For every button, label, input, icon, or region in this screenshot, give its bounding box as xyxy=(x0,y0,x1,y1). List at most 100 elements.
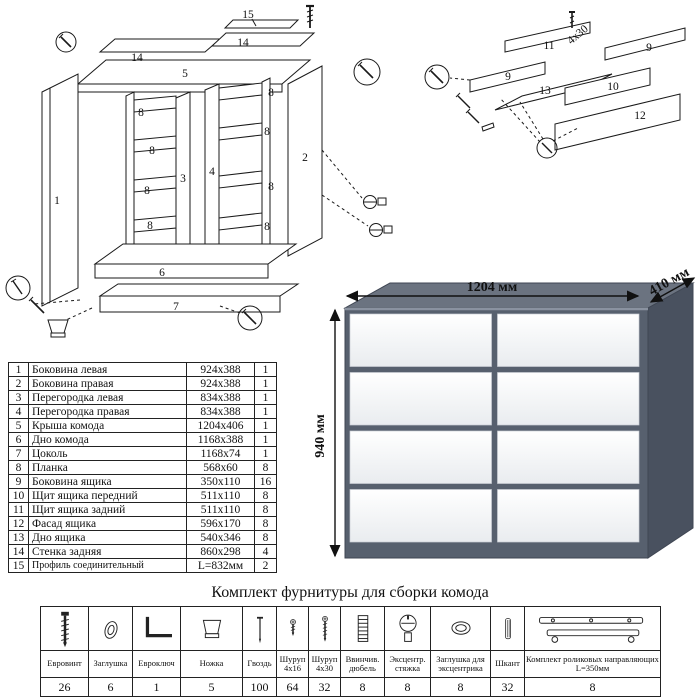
part-9-drawer-side xyxy=(469,61,546,93)
drawer-front xyxy=(349,313,492,367)
screw-callout-circle xyxy=(55,31,77,53)
hardware-qty: 8 xyxy=(524,677,661,697)
part-callout-number: 8 xyxy=(268,87,274,99)
part-size: 596x170 xyxy=(186,516,255,531)
part-size: 1168x74 xyxy=(186,446,255,461)
part-qty: 1 xyxy=(254,376,277,391)
part-callout-number: 14 xyxy=(237,37,249,49)
part-number: 15 xyxy=(8,558,29,573)
part-callout-number: 14 xyxy=(131,52,143,64)
part-name: Дно комода xyxy=(28,432,187,447)
drawer-front xyxy=(497,372,640,426)
part-size: 511x110 xyxy=(186,488,255,503)
screw-callout-circle xyxy=(353,58,381,86)
part-qty: 8 xyxy=(254,516,277,531)
hardware-qty: 1 xyxy=(132,677,181,697)
part-callout-number: 8 xyxy=(268,181,274,193)
part-callout-number: 8 xyxy=(144,185,150,197)
part-name: Боковина правая xyxy=(28,376,187,391)
part-2-right-side xyxy=(287,65,323,257)
part-callout-number: 8 xyxy=(264,221,270,233)
roller-guides-icon xyxy=(538,616,643,643)
part-callout-number: 11 xyxy=(543,40,554,52)
part-qty: 8 xyxy=(254,502,277,517)
part-number: 12 xyxy=(8,516,29,531)
part-callout-number: 9 xyxy=(646,42,652,54)
part-callout-number: 10 xyxy=(607,81,619,93)
part-12-drawer-facade xyxy=(554,93,681,151)
part-number: 11 xyxy=(8,502,29,517)
part-6-bottom-edge xyxy=(94,263,269,279)
part-qty: 1 xyxy=(254,446,277,461)
part-15-profile xyxy=(223,19,300,29)
drawer-fronts xyxy=(349,313,640,543)
hardware-names-row: Евровинт Заглушка Евроключ Ножка Гвоздь … xyxy=(40,650,661,678)
height-dimension: 940 мм xyxy=(313,308,341,558)
part-callout-number: 2 xyxy=(302,152,308,164)
part-name: Щит ящика задний xyxy=(28,502,187,517)
part-callout-number: 12 xyxy=(634,110,646,122)
part-name: Фасад ящика xyxy=(28,516,187,531)
hardware-icons-row xyxy=(40,606,661,651)
main-diagram-labels: 15 14 14 5 1 8 8 8 8 3 4 8 8 8 8 2 6 7 xyxy=(54,9,308,313)
part-14-back-wall xyxy=(98,38,222,53)
hardware-name: Евроключ xyxy=(132,650,181,678)
part-size: L=832мм xyxy=(186,558,255,573)
hardware-qty: 8 xyxy=(384,677,431,697)
part-number: 10 xyxy=(8,488,29,503)
drawer-front xyxy=(497,313,640,367)
width-dimension-label: 1204 мм xyxy=(467,280,518,295)
part-7-plinth-front xyxy=(99,295,281,313)
part-callout-number: 9 xyxy=(505,71,511,83)
part-qty: 8 xyxy=(254,460,277,475)
hardware-name: Шуруп 4x16 xyxy=(276,650,309,678)
drawer-front xyxy=(497,489,640,543)
hardware-name: Шкант xyxy=(490,650,525,678)
part-name: Боковина ящика xyxy=(28,474,187,489)
part-size: 1204x406 xyxy=(186,418,255,433)
cap-icon xyxy=(103,620,118,639)
cam-cap-icon xyxy=(450,620,471,635)
nail-icon xyxy=(256,616,263,643)
part-qty: 4 xyxy=(254,544,277,559)
part-qty: 2 xyxy=(254,558,277,573)
part-size: 860x298 xyxy=(186,544,255,559)
cam-lock-detail-icon xyxy=(321,194,393,237)
part-callout-number: 3 xyxy=(180,173,186,185)
main-diagram-callouts xyxy=(5,4,393,338)
nail-callout-circle xyxy=(5,275,31,301)
wood-dowel-icon xyxy=(504,617,511,639)
part-number: 1 xyxy=(8,362,29,377)
part-callout-number: 1 xyxy=(54,195,60,207)
main-exploded-diagram xyxy=(41,18,323,313)
part-name: Стенка задняя xyxy=(28,544,187,559)
part-callout-number: 15 xyxy=(242,9,254,21)
part-size: 568x60 xyxy=(186,460,255,475)
drawer-exploded-diagram xyxy=(469,21,686,151)
hardware-kit-title: Комплект фурнитуры для сборки комода xyxy=(211,584,489,601)
hardware-name: Заглушка xyxy=(88,650,133,678)
part-8-plank xyxy=(133,135,177,153)
part-number: 9 xyxy=(8,474,29,489)
dresser-side-face xyxy=(647,282,694,559)
hardware-qty: 8 xyxy=(430,677,491,697)
drawer-front xyxy=(349,430,492,484)
part-qty: 8 xyxy=(254,530,277,545)
part-8-plank xyxy=(218,212,263,231)
part-number: 6 xyxy=(8,432,29,447)
part-callout-number: 8 xyxy=(147,220,153,232)
width-dimension: 1204 мм xyxy=(345,280,640,302)
part-name: Щит ящика передний xyxy=(28,488,187,503)
cam-lock-icon xyxy=(398,614,417,642)
euro-screw-icon xyxy=(60,611,69,647)
part-callout-number: 8 xyxy=(264,126,270,138)
part-size: 511x110 xyxy=(186,502,255,517)
confirmat-screw-icon xyxy=(306,4,314,28)
